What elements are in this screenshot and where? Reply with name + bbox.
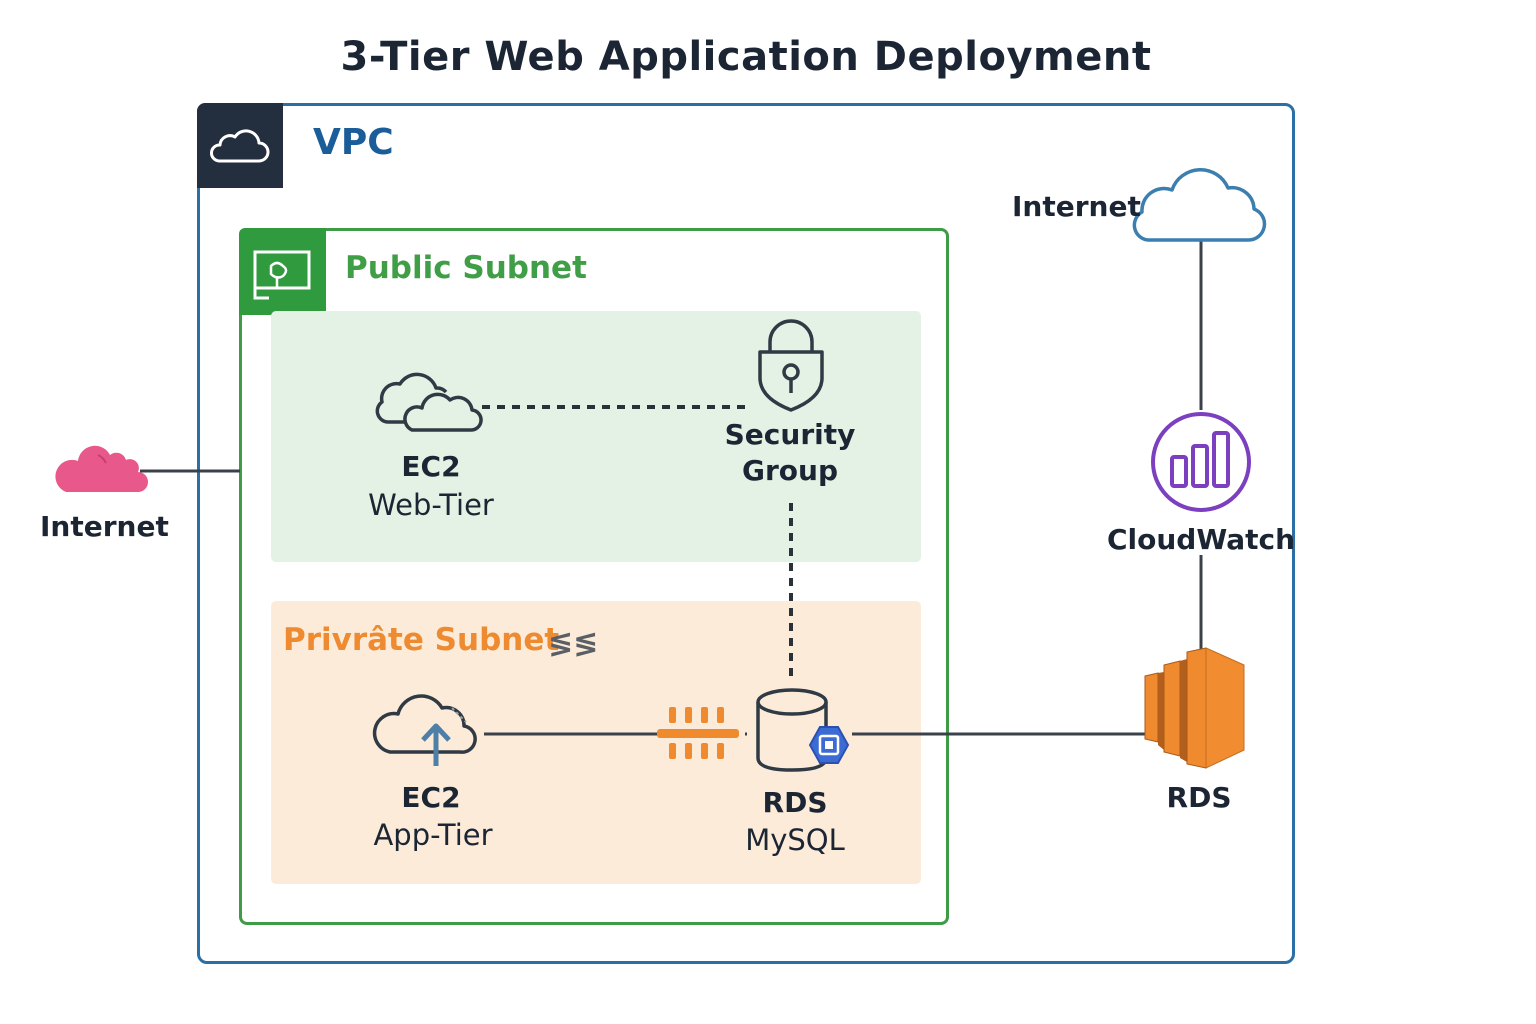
cloudwatch-icon bbox=[1151, 412, 1251, 512]
rds-icon bbox=[1144, 647, 1245, 769]
ec2-web-role: Web-Tier bbox=[368, 488, 494, 522]
ec2-app-role: App-Tier bbox=[373, 818, 493, 852]
rds-external-label: RDS bbox=[1166, 781, 1232, 814]
internet-right-label: Internet bbox=[1012, 190, 1141, 223]
vpc-badge bbox=[197, 103, 283, 188]
ec2-cloud-icon bbox=[375, 372, 483, 432]
private-subnet-label: Privrâte Subnet bbox=[283, 622, 560, 658]
private-subnet-glyph: ≶≶ bbox=[548, 626, 599, 661]
cloudwatch-label: CloudWatch bbox=[1106, 523, 1296, 556]
cloud-upload-icon bbox=[372, 694, 477, 766]
internet-left-label: Internet bbox=[40, 510, 169, 543]
security-group-label-2: Group bbox=[741, 454, 839, 487]
database-icon bbox=[756, 688, 850, 772]
padlock-icon bbox=[758, 319, 824, 412]
public-subnet-label: Public Subnet bbox=[345, 250, 587, 286]
cloud-icon bbox=[210, 129, 270, 163]
vpc-label: VPC bbox=[313, 122, 394, 163]
ec2-app-name: EC2 bbox=[401, 781, 461, 814]
rds-mysql-engine: MySQL bbox=[745, 823, 845, 857]
firewall-icon bbox=[657, 707, 739, 759]
ec2-web-name: EC2 bbox=[401, 450, 461, 483]
diagram-title: 3-Tier Web Application Deployment bbox=[340, 34, 1152, 80]
subnet-icon bbox=[253, 250, 311, 300]
cloud-icon bbox=[1132, 167, 1267, 242]
public-subnet-container bbox=[239, 228, 949, 925]
security-group-label-1: Security bbox=[724, 418, 856, 451]
public-subnet-badge bbox=[239, 228, 326, 315]
vpc-container bbox=[197, 103, 1295, 964]
rds-mysql-name: RDS bbox=[762, 786, 828, 819]
pink-cloud-icon bbox=[55, 445, 149, 492]
